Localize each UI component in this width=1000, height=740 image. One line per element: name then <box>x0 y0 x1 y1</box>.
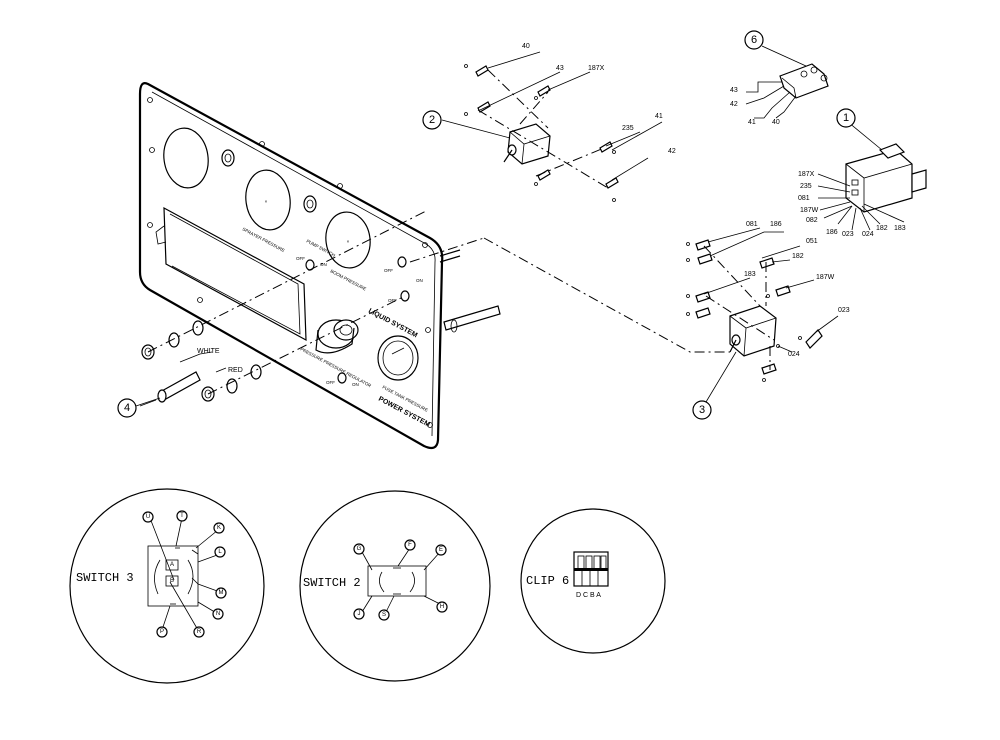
conn1-part-024: 024 <box>862 231 874 238</box>
gauge1-label: SPRAYER PRESSURE <box>242 226 286 253</box>
switch3-pin-t: T <box>176 510 188 522</box>
clip6-assembly: 43 42 41 40 <box>730 45 829 126</box>
switch3-pin-l: L <box>214 546 226 558</box>
on2-label: ON <box>416 278 423 283</box>
switch2-pin-g: G <box>353 543 365 555</box>
svg-text:U: U <box>146 514 150 520</box>
switch2-pin-h: H <box>436 601 448 613</box>
sw3-part-187w: 187W <box>816 274 835 281</box>
conn1-part-182: 182 <box>876 225 888 232</box>
svg-text:2: 2 <box>429 114 435 126</box>
svg-text:G: G <box>357 546 362 552</box>
svg-text:×: × <box>265 199 268 204</box>
switch4-hardware: WHITE RED <box>139 320 262 407</box>
svg-text:S: S <box>382 612 386 618</box>
sw2-part-40: 40 <box>522 43 530 50</box>
svg-text:N: N <box>216 611 220 617</box>
switch3-pin-m: M <box>215 587 227 599</box>
switch3-pin-r: R <box>193 626 205 638</box>
svg-text:6: 6 <box>751 34 757 46</box>
switch2-pin-e: E <box>435 544 447 556</box>
clip6-pin-letters: D C B A <box>576 592 601 599</box>
sw3-part-024: 024 <box>788 351 800 358</box>
svg-text:L: L <box>218 549 222 555</box>
svg-text:1: 1 <box>843 112 849 124</box>
pump-label: PUMP SWITCH <box>306 238 337 257</box>
conn1-part-081: 081 <box>798 195 810 202</box>
svg-text:T: T <box>180 513 184 519</box>
conn1-part-186: 186 <box>826 229 838 236</box>
gauge2-label: BOOM PRESSURE <box>330 268 367 291</box>
svg-text:3: 3 <box>699 404 705 416</box>
off4-label: OFF <box>326 380 335 385</box>
svg-text:J: J <box>358 611 361 617</box>
sw3-part-051: 051 <box>806 238 818 245</box>
white-wire-label: WHITE <box>197 348 220 355</box>
svg-text:A: A <box>170 562 174 568</box>
switch2-detail-title: SWITCH 2 <box>303 576 361 590</box>
sw2-part-42: 42 <box>668 148 676 155</box>
switch2-pin-f: F <box>404 539 416 551</box>
clip6-wire-40: 40 <box>772 119 780 126</box>
off1-label: OFF <box>296 256 305 261</box>
callout-4: 4 <box>117 397 161 418</box>
sw3-part-081: 081 <box>746 221 758 228</box>
svg-text:×: × <box>347 239 350 244</box>
sw3-part-186: 186 <box>770 221 782 228</box>
switch3-pin-k: K <box>213 522 225 534</box>
sw2-part-235: 235 <box>622 125 634 132</box>
switch2-pin-s: S <box>378 609 390 621</box>
svg-text:M: M <box>219 590 224 596</box>
switch3-assembly: 081 186 051 182 183 187W 023 024 <box>686 221 850 382</box>
svg-text:F: F <box>408 542 412 548</box>
clip6-wire-43: 43 <box>730 87 738 94</box>
switch2-assembly: 40 43 187X 235 41 42 <box>441 43 676 202</box>
liquid-system-label: LIQUID SYSTEM <box>367 308 419 340</box>
switch2-detail: SWITCH 2 <box>299 490 491 682</box>
switch3-detail: SWITCH 3 A B <box>69 488 265 684</box>
svg-text:E: E <box>439 547 443 553</box>
clip6-wire-41: 41 <box>748 119 756 126</box>
on3-label: ON <box>352 382 359 387</box>
svg-text:K: K <box>217 525 221 531</box>
svg-text:H: H <box>440 604 444 610</box>
red-wire-label: RED <box>228 367 243 374</box>
switch3-pin-p: P <box>156 626 168 638</box>
off2-label: OFF <box>384 268 393 273</box>
connector1-assembly: 187X 235 081 187W 082 186 023 024 182 18… <box>798 121 927 238</box>
switch3-pin-u: U <box>142 511 154 523</box>
svg-text:B: B <box>170 578 174 584</box>
callout-2: 2 <box>422 110 442 130</box>
sw2-part-41: 41 <box>655 113 663 120</box>
sw3-part-023: 023 <box>838 307 850 314</box>
sw2-part-43: 43 <box>556 65 564 72</box>
control-panel: × × SPRAYER PRESSURE BOOM PRESSURE PUMP … <box>138 82 501 450</box>
svg-text:R: R <box>197 629 202 635</box>
callout-1: 1 <box>836 108 856 128</box>
sw2-part-187x: 187X <box>588 65 605 72</box>
clip6-detail: CLIP 6 D C B A <box>520 508 666 654</box>
on1-label: ON <box>320 262 327 267</box>
conn1-part-187w: 187W <box>800 207 819 214</box>
conn1-part-082: 082 <box>806 217 818 224</box>
switch3-detail-title: SWITCH 3 <box>76 571 134 585</box>
sw3-part-182: 182 <box>792 253 804 260</box>
conn1-part-183: 183 <box>894 225 906 232</box>
clip6-wire-42: 42 <box>730 101 738 108</box>
switch3-pin-n: N <box>212 608 224 620</box>
sw3-part-183: 183 <box>744 271 756 278</box>
callout-3: 3 <box>692 351 737 420</box>
switch2-pin-j: J <box>353 608 365 620</box>
conn1-part-187x: 187X <box>798 171 815 178</box>
clip6-detail-title: CLIP 6 <box>526 574 569 588</box>
callout-6: 6 <box>744 30 764 50</box>
svg-text:P: P <box>160 629 164 635</box>
svg-text:4: 4 <box>124 402 130 414</box>
conn1-part-023: 023 <box>842 231 854 238</box>
conn1-part-235: 235 <box>800 183 812 190</box>
off3-label: OFF <box>388 298 397 303</box>
